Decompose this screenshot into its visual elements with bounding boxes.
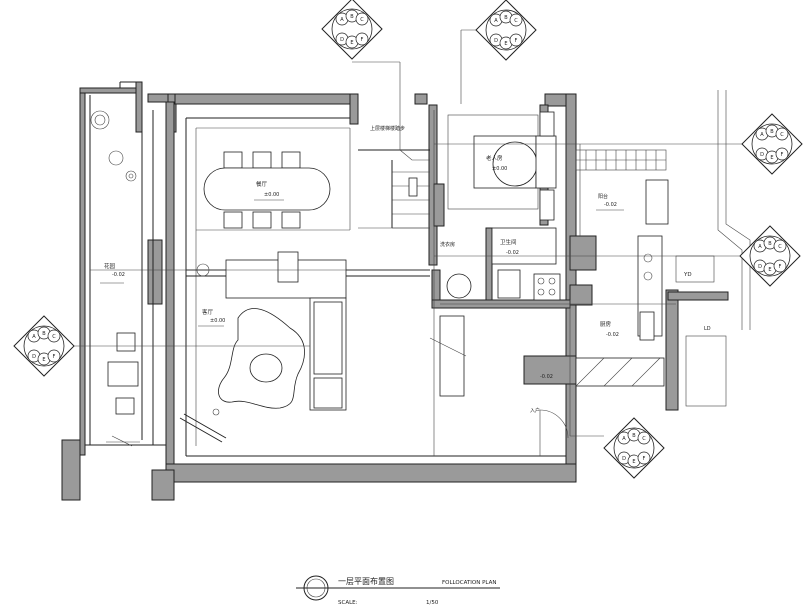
garden-level: -0.02 xyxy=(112,272,125,278)
walls xyxy=(61,81,729,501)
balcony-level: -0.02 xyxy=(604,202,617,208)
lift-label: LD xyxy=(704,326,711,332)
elevation-symbol-letter: E xyxy=(504,41,507,47)
garden-label: 花园 xyxy=(104,262,116,270)
elevation-symbol-letter: F xyxy=(515,38,518,44)
elevation-symbol-letter: A xyxy=(622,436,626,442)
elevation-symbol-letter: D xyxy=(340,37,344,43)
scale-value: 1/50 xyxy=(426,600,439,606)
kitchen-label: 厨房 xyxy=(600,320,612,328)
living-level: ±0.00 xyxy=(210,318,225,324)
elevation-symbol-letter: B xyxy=(350,14,354,20)
elevation-symbol-letter: F xyxy=(53,354,56,360)
balcony-label: 阳台 xyxy=(598,193,608,200)
elevation-symbol-letter: D xyxy=(760,152,764,158)
bath-level: -0.02 xyxy=(506,250,519,256)
elevation-symbol-letter: D xyxy=(622,456,626,462)
elevation-symbol-letter: F xyxy=(779,264,782,270)
yd-label: YD xyxy=(683,272,692,278)
living-label: 客厅 xyxy=(202,308,214,316)
elevation-symbol-letter: E xyxy=(350,40,353,46)
elevation-symbol-letter: C xyxy=(52,334,56,340)
elevation-symbol-letter: D xyxy=(758,264,762,270)
bedroom-area: 老人房 ±0.00 xyxy=(447,111,557,221)
service-area: 洗衣房 卫生间 -0.02 厨房 -0.02 入户 -0.02 xyxy=(429,227,665,456)
porch-level: -0.02 xyxy=(540,374,553,380)
garden-area: 花园 -0.02 xyxy=(90,110,140,447)
dining-label: 餐厅 xyxy=(256,180,268,188)
elevation-symbol-letter: A xyxy=(494,18,498,24)
wash-label: 洗衣房 xyxy=(440,241,455,248)
elevation-symbol-letter: C xyxy=(778,244,782,250)
elevation-symbol-letter: B xyxy=(42,331,46,337)
elevation-symbol-letter: A xyxy=(760,132,764,138)
elevation-symbol-letter: B xyxy=(632,433,636,439)
bath-label: 卫生间 xyxy=(500,238,517,246)
elevation-symbol-letter: B xyxy=(770,129,774,135)
title-block: 一层平面布置图 FOLLOCATION PLAN SCALE: 1/50 xyxy=(296,575,500,606)
elevation-symbol-letter: E xyxy=(42,357,45,363)
elevation-symbol-letter: D xyxy=(494,38,498,44)
porch-label: 入户 xyxy=(530,407,540,414)
dining-area: 餐厅 ±0.00 xyxy=(203,151,331,229)
elevation-symbol-letter: F xyxy=(361,37,364,43)
elevation-symbol-letter: C xyxy=(780,132,784,138)
stair-label: 上层楼梯楼踏步 xyxy=(370,125,405,132)
plan-subtitle: FOLLOCATION PLAN xyxy=(442,580,497,586)
elevation-symbol-letter: E xyxy=(768,267,771,273)
elevation-symbol-letter: F xyxy=(781,152,784,158)
elevation-symbol-letter: A xyxy=(32,334,36,340)
elevation-symbol-letter: B xyxy=(504,15,508,21)
dining-level: ±0.00 xyxy=(264,192,279,198)
scale-label: SCALE: xyxy=(338,600,358,606)
stair-area: 上层楼梯楼踏步 xyxy=(358,125,430,229)
plan-title: 一层平面布置图 xyxy=(338,576,394,586)
elevation-symbol-letter: C xyxy=(642,436,646,442)
elevation-symbol-letter: A xyxy=(758,244,762,250)
leader-lines xyxy=(44,29,742,437)
bedroom-level: ±0.00 xyxy=(492,166,507,172)
elevation-symbol-letter: D xyxy=(32,354,36,360)
bedroom-label: 老人房 xyxy=(486,154,503,162)
elevation-symbol-letter: B xyxy=(768,241,772,247)
kitchen-level: -0.02 xyxy=(606,332,619,338)
elevation-symbol-letter: C xyxy=(514,18,518,24)
elevation-symbol-letter: E xyxy=(770,155,773,161)
elevation-symbol-letter: E xyxy=(632,459,635,465)
elevation-symbol-letter: F xyxy=(643,456,646,462)
living-area: 客厅 ±0.00 xyxy=(179,110,435,456)
elevation-symbol-letter: C xyxy=(360,17,364,23)
elevation-symbol-letter: A xyxy=(340,17,344,23)
